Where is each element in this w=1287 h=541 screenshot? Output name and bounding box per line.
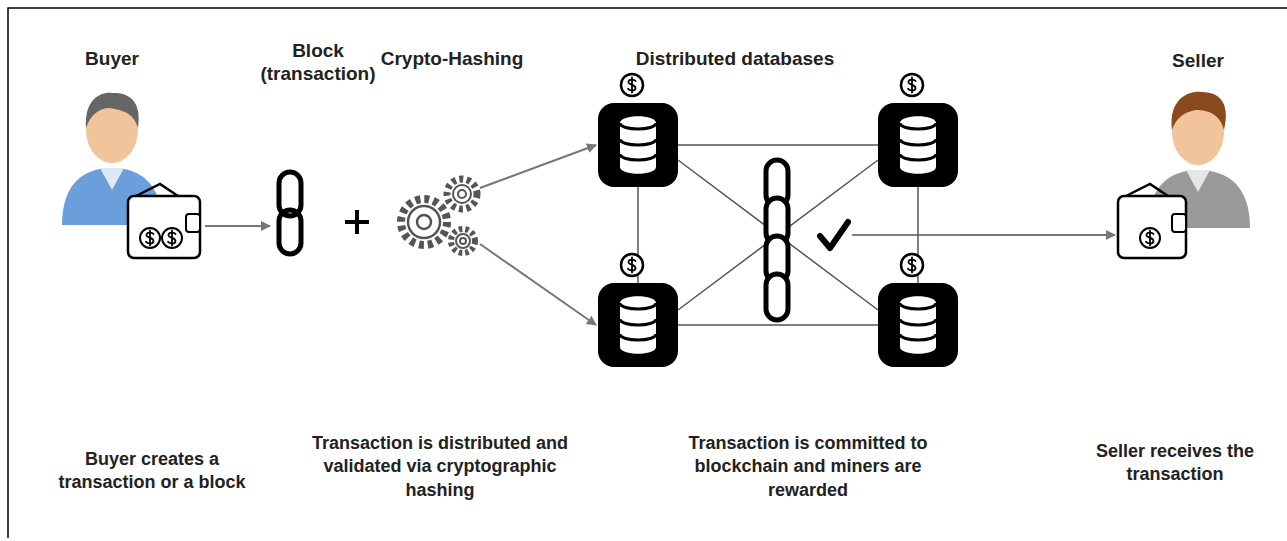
flow-arrow	[205, 225, 270, 227]
node-heading: Buyer	[52, 48, 172, 71]
hashing-gears: Crypto-Hashing	[396, 165, 480, 265]
flow-arrow	[480, 244, 596, 325]
flow-arrow	[962, 234, 1115, 236]
flow-arrow	[480, 145, 596, 188]
node-heading: Block (transaction)	[253, 40, 383, 86]
step-caption: Seller receives the transaction	[1070, 440, 1280, 487]
buyer-figure: Buyer	[60, 85, 205, 265]
step-caption: Transaction is distributed and validated…	[300, 432, 580, 502]
block-icon: Block (transaction)	[270, 165, 310, 260]
node-heading: Crypto-Hashing	[357, 48, 547, 71]
node-heading: Seller	[1138, 50, 1258, 73]
database-network: Distributed databases	[596, 70, 962, 372]
node-heading: Distributed databases	[605, 48, 865, 71]
seller-figure: Seller	[1115, 90, 1255, 265]
step-caption: Transaction is committed to blockchain a…	[668, 432, 948, 502]
step-caption: Buyer creates a transaction or a block	[42, 448, 262, 495]
